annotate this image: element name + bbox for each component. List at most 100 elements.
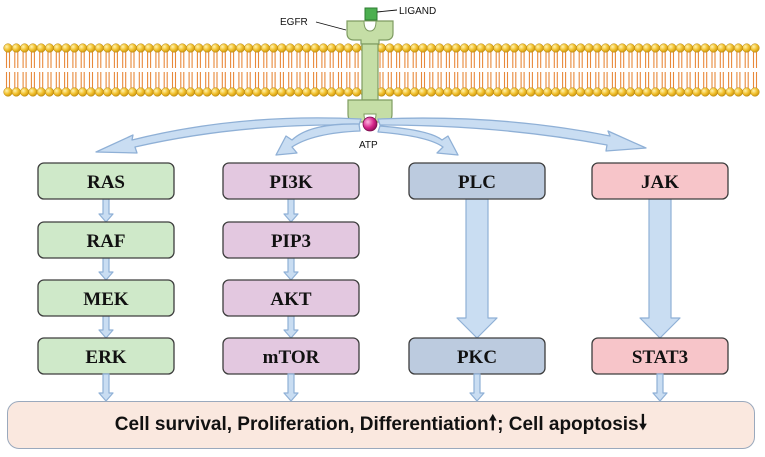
node-pi3k-label: PI3K: [269, 172, 313, 193]
lipid-head: [684, 87, 694, 97]
lipid-head: [269, 87, 279, 97]
lipid-head: [36, 43, 46, 53]
lipid-head: [327, 87, 337, 97]
node-pip3: PIP3: [222, 221, 360, 259]
lipid-head: [202, 87, 212, 97]
lipid-head: [202, 43, 212, 53]
lipid-tail: [5, 52, 11, 88]
outcome-text-part1: Cell survival, Proliferation, Differenti…: [114, 414, 489, 435]
lipid-head: [708, 87, 719, 97]
cell-membrane: [3, 43, 760, 97]
ligand-pointer: [376, 9, 398, 13]
lipid-tail: [205, 52, 210, 88]
node-stat3-label: STAT3: [632, 347, 688, 368]
lipid-head: [576, 87, 586, 97]
lipid-head: [244, 43, 254, 53]
lipid-head: [642, 43, 652, 53]
outcome-box: Cell survival, Proliferation, Differenti…: [7, 401, 755, 449]
node-raf: RAF: [37, 221, 175, 259]
lipid-head: [44, 43, 55, 53]
lipid-tail: [329, 52, 334, 88]
lipid-tail: [412, 52, 417, 88]
lipid-head: [352, 87, 362, 97]
node-erk-label: ERK: [85, 347, 126, 368]
lipid-tail: [711, 52, 716, 88]
lipid-head: [194, 87, 204, 97]
node-jak: JAK: [591, 162, 729, 200]
lipid-head: [518, 43, 528, 53]
node-pi3k-box: [222, 162, 360, 200]
node-raf-label: RAF: [86, 231, 125, 252]
lipid-tail: [279, 52, 284, 88]
branch-arrow-jak: [377, 117, 647, 152]
up-arrow-icon: 🠕: [488, 412, 498, 434]
lipid-head: [401, 43, 411, 53]
lipid-head: [650, 43, 660, 53]
lipid-tail: [80, 52, 85, 88]
ligand-square: [364, 7, 378, 21]
lipid-tail: [88, 52, 94, 88]
lipid-head: [3, 87, 13, 97]
lipid-tail: [288, 52, 293, 88]
lipid-head: [493, 87, 503, 97]
lipid-head: [252, 87, 262, 97]
lipid-head: [28, 43, 38, 53]
lipid-head: [443, 87, 453, 97]
lipid-tail: [736, 52, 741, 88]
lipid-tail: [636, 52, 641, 88]
lipid-head: [11, 43, 21, 53]
lipid-head: [393, 43, 403, 53]
lipid-tail: [230, 52, 235, 88]
node-mek-label: MEK: [83, 289, 129, 310]
lipid-head: [667, 87, 677, 97]
lipid-head: [53, 87, 63, 97]
lipid-head: [435, 43, 445, 53]
lipid-head: [61, 87, 71, 97]
node-plc-box: [408, 162, 546, 200]
egfr-label: EGFR: [280, 17, 308, 28]
arrow-pi3k-to-outcome: [283, 373, 299, 402]
node-pkc-label: PKC: [457, 347, 497, 368]
lipid-head: [625, 87, 636, 97]
lipid-tail: [354, 52, 359, 88]
lipid-head: [78, 43, 88, 53]
node-jak-box: [591, 162, 729, 200]
lipid-head: [94, 43, 104, 53]
atp-molecule: [362, 116, 378, 132]
lipid-head: [526, 43, 536, 53]
lipid-tail: [254, 52, 260, 88]
lipid-tail: [55, 52, 60, 88]
lipid-head: [44, 87, 55, 97]
lipid-head: [717, 43, 727, 53]
lipid-tail: [487, 52, 492, 88]
lipid-head: [194, 43, 204, 53]
lipid-head: [318, 87, 328, 97]
lipid-tail: [122, 52, 127, 88]
lipid-tail: [562, 52, 567, 88]
lipid-head: [717, 87, 727, 97]
lipid-head: [509, 87, 519, 97]
node-mtor-label: mTOR: [263, 347, 320, 368]
lipid-tail: [113, 52, 118, 88]
lipid-tail: [72, 52, 77, 88]
lipid-head: [410, 87, 420, 97]
lipid-tail: [553, 52, 558, 88]
arrow-plc-to-outcome: [469, 373, 485, 402]
lipid-head: [252, 43, 262, 53]
node-mtor: mTOR: [222, 337, 360, 375]
lipid-head: [501, 87, 511, 97]
lipid-tail: [221, 52, 226, 88]
lipid-head: [103, 43, 113, 53]
node-pi3k: PI3K: [222, 162, 360, 200]
lipid-head: [302, 87, 312, 97]
lipid-tail: [304, 52, 309, 88]
lipid-head: [103, 87, 113, 97]
lipid-tail: [479, 52, 484, 88]
lipid-head: [127, 87, 138, 97]
lipid-tail: [578, 52, 583, 88]
lipid-head: [518, 87, 528, 97]
lipid-tail: [628, 52, 633, 88]
lipid-tail: [147, 52, 152, 88]
arrow-ras-1: [98, 198, 114, 223]
